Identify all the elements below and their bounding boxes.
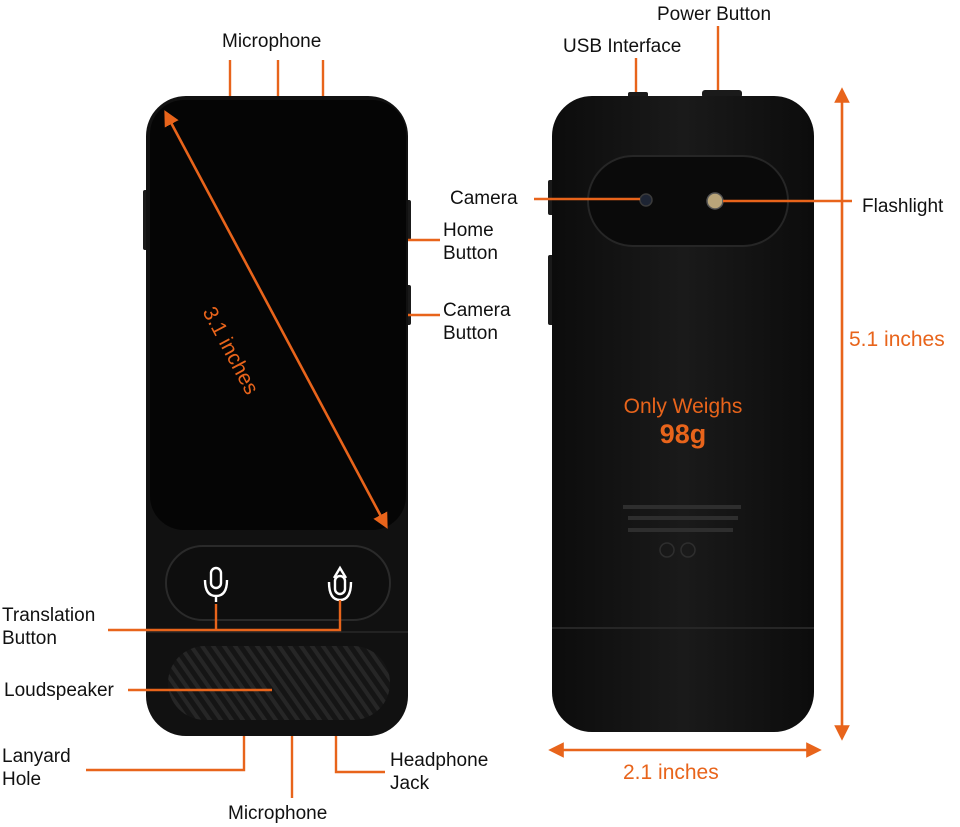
dimension-arrows: [164, 87, 850, 758]
microphone-icon: [203, 566, 229, 602]
height-dimension-label: 5.1 inches: [849, 328, 945, 351]
headphone-jack-label-line1: Headphone: [390, 750, 489, 771]
front-screen: [150, 100, 406, 530]
camera-label: Camera: [450, 188, 518, 209]
front-device: [143, 96, 411, 736]
camera-lens: [639, 193, 653, 207]
camera-button-label: Camera Button: [443, 299, 511, 345]
usb-interface-label: USB Interface: [563, 36, 682, 57]
loudspeaker-label: Loudspeaker: [4, 680, 114, 701]
home-button-label-line1: Home: [443, 220, 494, 241]
weight-line2: 98g: [659, 419, 707, 449]
translation-button-bar: [165, 545, 391, 621]
weight-callout: Only Weighs 98g: [603, 395, 763, 449]
back-body: [552, 96, 814, 732]
microphone-bottom-label: Microphone: [228, 803, 328, 824]
lanyard-hole-label-line1: Lanyard: [2, 746, 71, 767]
power-button-label: Power Button: [657, 4, 772, 25]
translation-button-label-line1: Translation: [2, 605, 96, 626]
translation-button-label-line2: Button: [2, 628, 57, 649]
headphone-jack-label: Headphone Jack: [390, 749, 488, 795]
callout-lines: [86, 26, 852, 798]
microphone-icon: [327, 565, 353, 602]
microphone-top-label: Microphone: [222, 31, 322, 52]
camera-button-label-line1: Camera: [443, 300, 511, 321]
headphone-jack-label-line2: Jack: [390, 773, 430, 794]
weight-line1: Only Weighs: [623, 395, 743, 418]
flashlight-lens: [706, 192, 724, 210]
flashlight-label: Flashlight: [862, 196, 944, 217]
loudspeaker-grille: [168, 646, 390, 720]
lanyard-hole-label-line2: Hole: [2, 769, 42, 790]
regulatory-marks: [623, 505, 741, 558]
home-button-label-line2: Button: [443, 243, 498, 264]
translation-button-label: Translation Button: [2, 604, 95, 650]
lanyard-hole-label: Lanyard Hole: [2, 745, 71, 791]
width-dimension-label: 2.1 inches: [623, 761, 719, 784]
diagonal-arrow: [164, 110, 388, 529]
home-button-label: Home Button: [443, 219, 498, 265]
camera-button-label-line2: Button: [443, 323, 498, 344]
back-device: [548, 90, 814, 732]
